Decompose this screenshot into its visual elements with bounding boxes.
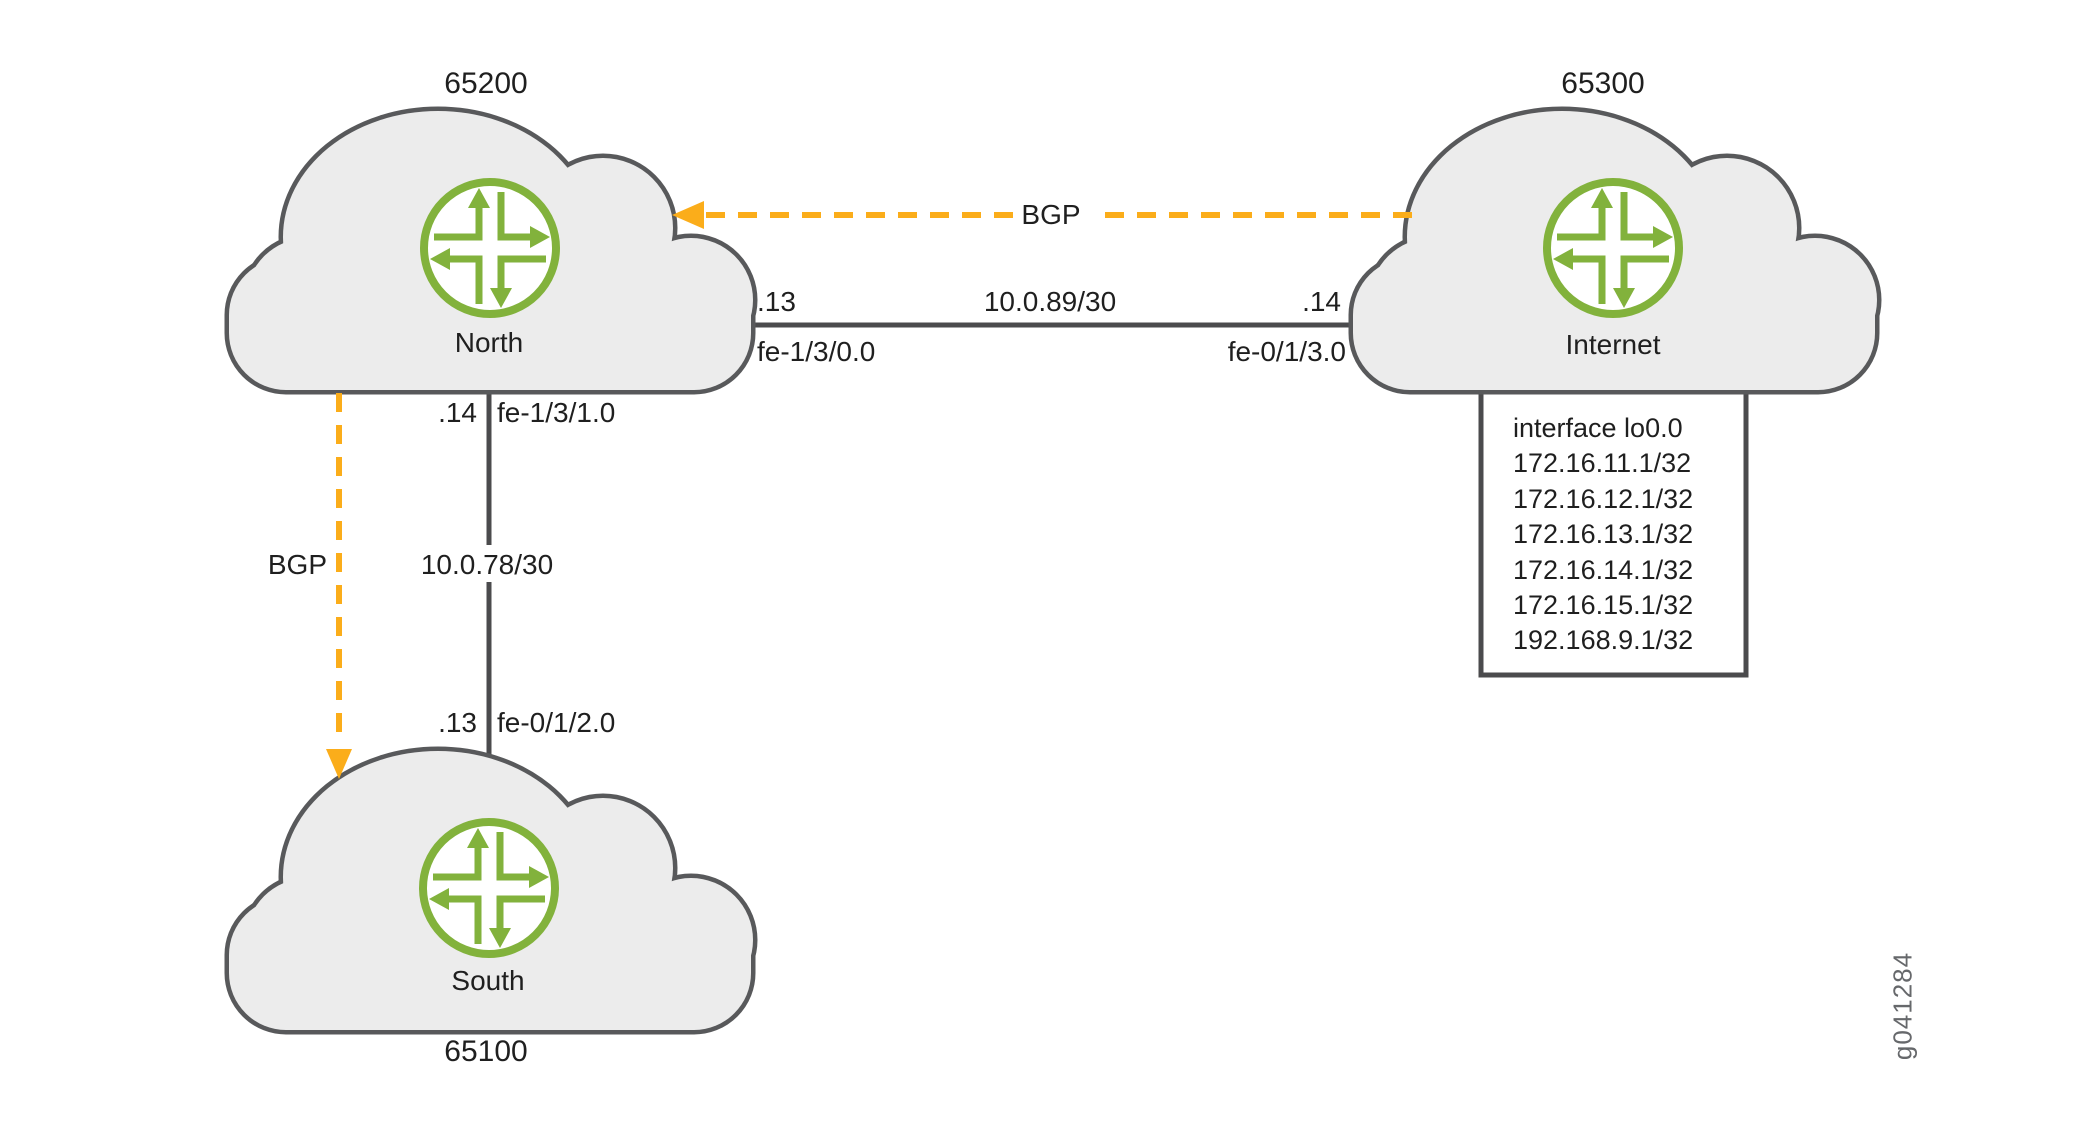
as-label-north: 65200: [444, 67, 528, 100]
router-icon-internet: [1547, 182, 1679, 314]
ip-label-north-fe130: .13: [757, 286, 796, 317]
router-icon-north: [424, 182, 556, 314]
router-icon-south: [423, 822, 555, 954]
node-name-south: South: [451, 965, 525, 996]
loopback-address: 172.16.12.1/32: [1513, 483, 1694, 514]
loopback-address: 172.16.13.1/32: [1513, 519, 1694, 550]
bgp-arrow-internet-to-north: [672, 201, 1412, 229]
interface-label-north-fe130: fe-1/3/0.0: [757, 336, 876, 367]
as-label-internet: 65300: [1561, 67, 1645, 100]
subnet-label-north-internet: 10.0.89/30: [983, 286, 1117, 317]
loopback-address: 192.168.9.1/32: [1513, 625, 1694, 656]
bgp-label-vertical: BGP: [267, 549, 327, 580]
node-name-internet: Internet: [1565, 329, 1661, 360]
loopback-title: interface lo0.0: [1513, 413, 1683, 443]
loopback-box-text: interface lo0.0 172.16.11.1/32 172.16.12…: [1513, 411, 1693, 659]
bgp-label-horizontal: BGP: [1021, 199, 1081, 230]
ip-label-north-fe131: .14: [438, 397, 477, 428]
ip-label-south-fe012: .13: [438, 707, 477, 738]
subnet-label-north-south: 10.0.78/30: [420, 549, 554, 580]
figure-id: g041284: [1887, 951, 1918, 1061]
bgp-arrow-north-to-south: [326, 393, 352, 779]
arrowhead-left-icon: [672, 201, 704, 229]
loopback-address: 172.16.14.1/32: [1513, 554, 1694, 585]
arrowhead-down-icon: [326, 749, 352, 779]
as-label-south: 65100: [444, 1035, 528, 1068]
loopback-address: 172.16.15.1/32: [1513, 590, 1694, 621]
interface-label-north-fe131: fe-1/3/1.0: [497, 397, 616, 428]
loopback-address: 172.16.11.1/32: [1513, 448, 1692, 479]
interface-label-south-fe012: fe-0/1/2.0: [497, 707, 616, 738]
node-name-north: North: [454, 327, 524, 358]
interface-label-internet-fe013: fe-0/1/3.0: [1227, 336, 1346, 367]
ip-label-internet-fe013: .14: [1302, 286, 1341, 317]
